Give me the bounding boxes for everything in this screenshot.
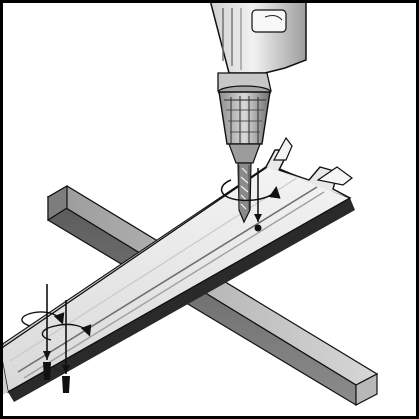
drill-bit-icon [237, 162, 252, 224]
drill-icon [209, 0, 307, 164]
screw-icon [21, 284, 92, 393]
rotation-arrow-icon [220, 168, 281, 232]
